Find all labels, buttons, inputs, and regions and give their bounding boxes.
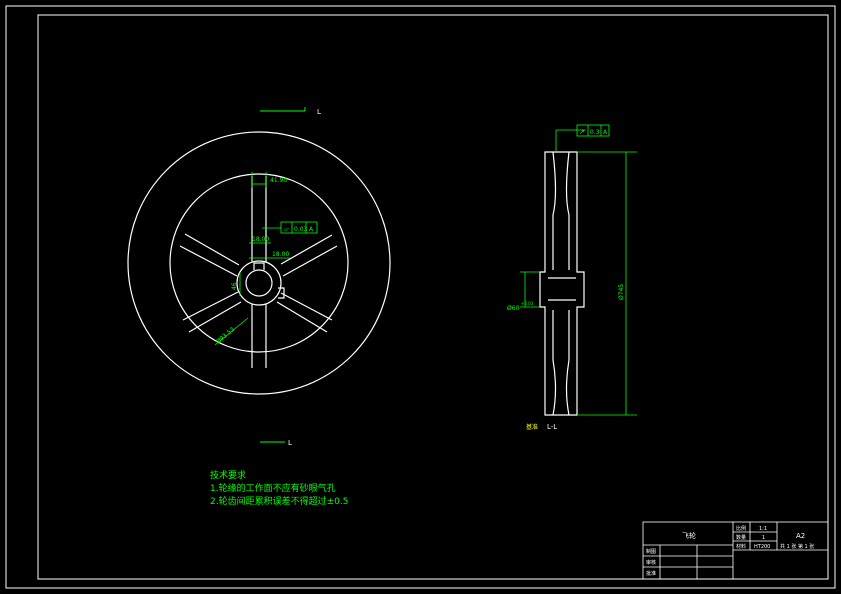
key-slot — [253, 262, 265, 270]
dim-outer-diameter: Ø745 — [618, 284, 625, 300]
sheet-info: 共 1 张 第 1 张 — [780, 543, 814, 550]
section-mark-top-label: L — [317, 108, 321, 116]
rim-inner-circle — [169, 173, 349, 353]
dim-bore: 46 — [231, 282, 238, 290]
spoke-upper-left — [179, 233, 240, 277]
rim-outer-circle — [127, 131, 391, 395]
approver-label: 批准 — [646, 570, 656, 577]
scale-value: 1:1 — [759, 526, 767, 532]
material-value: HT200 — [754, 544, 770, 550]
rim-profile — [539, 151, 585, 416]
qty-label: 数量 — [736, 534, 746, 541]
flatness-symbol: ⏥ — [284, 226, 289, 233]
dim-hub-diameter: Ø93.53 — [215, 326, 236, 346]
scale-label: 比例 — [736, 525, 746, 532]
front-dimensions — [214, 172, 318, 346]
spoke-lower-right — [276, 292, 333, 333]
datum-label: 基准 — [526, 423, 538, 431]
side-dimensions — [520, 124, 637, 416]
part-name: 飞轮 — [682, 531, 696, 540]
runout-symbol: ↗ — [579, 128, 585, 136]
side-view — [539, 151, 585, 416]
flatness-datum: A — [309, 226, 314, 233]
title-block — [642, 521, 829, 580]
runout-frame — [576, 124, 610, 137]
designer-label: 制图 — [646, 548, 656, 555]
spoke-upper-right — [280, 234, 338, 277]
web-lower — [552, 310, 570, 360]
bore-circle — [245, 269, 273, 297]
inner-border — [37, 14, 829, 580]
dim-side-bore: Ø60 — [507, 305, 520, 312]
runout-datum: A — [603, 129, 608, 136]
flatness-value: 0.03 — [294, 226, 308, 233]
tech-note-1: 1.轮缘的工作面不应有砂眼气孔 — [210, 484, 336, 494]
groove-top — [552, 151, 570, 216]
hub-bore — [548, 277, 576, 301]
section-marks — [260, 107, 306, 443]
dim-key-width: 18.00 — [272, 251, 289, 258]
front-view — [127, 131, 391, 395]
spoke-top — [251, 176, 267, 262]
dim-spoke-width: 41.90 — [270, 177, 287, 184]
runout-value: 0.3 — [590, 129, 600, 136]
section-view-label: L-L — [547, 423, 557, 431]
checker-label: 审核 — [646, 559, 656, 566]
outer-border — [5, 5, 836, 589]
hub-lug — [278, 287, 285, 299]
web-upper — [552, 215, 570, 270]
section-mark-bottom-label: L — [288, 439, 292, 447]
sheet-size: A2 — [796, 532, 805, 540]
dim-side-bore-tol: +0.03 — [521, 301, 534, 306]
tech-note-2: 2.轮齿间距累积误差不得超过±0.5 — [210, 497, 349, 507]
qty-value: 1 — [762, 535, 765, 541]
spoke-bottom — [251, 304, 267, 368]
spoke-lower-left — [182, 291, 242, 333]
flatness-frame — [280, 221, 318, 234]
material-label: 材料 — [736, 543, 746, 550]
hub-circle — [236, 260, 282, 306]
dim-key-depth: 18.00 — [252, 236, 269, 243]
groove-bottom — [552, 359, 570, 416]
technical-requirements: 技术要求 1.轮缘的工作面不应有砂眼气孔 2.轮齿间距累积误差不得超过±0.5 — [210, 470, 348, 509]
tech-notes-title: 技术要求 — [210, 471, 247, 481]
